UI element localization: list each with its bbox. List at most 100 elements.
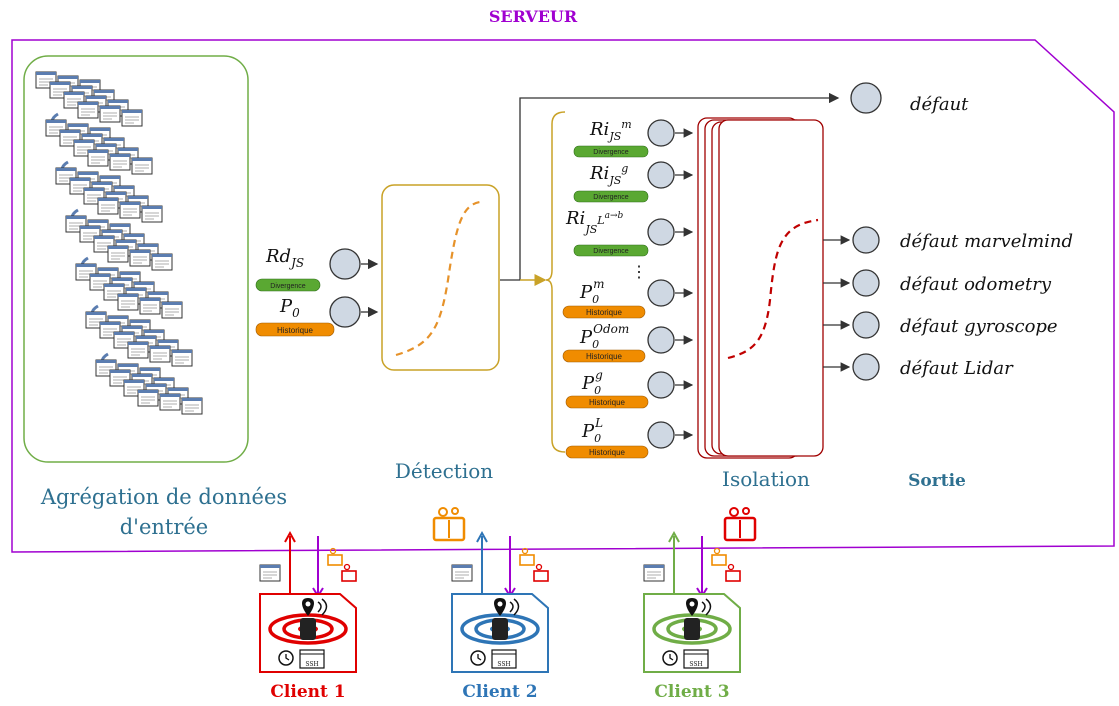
label-p0-l: P0L Historique [565, 416, 649, 459]
svg-text:RiJSm: RiJSm [589, 118, 632, 143]
wifi-icon [701, 601, 706, 613]
document-icon [107, 245, 129, 263]
label-p0-g: P0g Historique [565, 368, 649, 409]
output-lidar: défaut Lidar [900, 358, 1014, 379]
svg-text:Historique: Historique [586, 352, 623, 361]
document-icon [451, 564, 473, 582]
stage-aggregation-line1: Agrégation de données [40, 485, 287, 509]
client-1-group: SSH [259, 530, 357, 673]
client-3-group: SSH [643, 530, 741, 673]
gear-book-icon [533, 570, 549, 582]
location-pin-icon [494, 598, 506, 616]
node-p0 [329, 296, 361, 328]
document-icon [97, 197, 119, 215]
document-icon [129, 249, 151, 267]
label-p0: P0 Historique [255, 296, 335, 337]
output-marvelmind: défaut marvelmind [900, 231, 1073, 252]
ssh-label: SSH [305, 661, 318, 668]
document-icon [127, 341, 149, 359]
document-icon [119, 201, 141, 219]
server-border [11, 39, 1115, 553]
svg-text:P0g: P0g [581, 368, 603, 397]
gear-book-icon [711, 554, 727, 566]
stage-aggregation-line2: d'entrée [120, 515, 209, 539]
label-p0-m: P0m Historique [562, 277, 646, 319]
svg-text:P0L: P0L [581, 416, 603, 445]
node-rdjs [329, 248, 361, 280]
document-icon [117, 293, 139, 311]
svg-text:P0m: P0m [579, 277, 605, 306]
output-default: défaut [910, 94, 969, 115]
client-3-label: Client 3 [654, 682, 729, 702]
svg-text:Divergence: Divergence [593, 194, 629, 201]
svg-text:RdJS: RdJS [265, 246, 304, 270]
stage-isolation: Isolation [722, 467, 810, 491]
document-icon [109, 153, 131, 171]
document-icon [259, 564, 281, 582]
ssh-label: SSH [497, 661, 510, 668]
gear-book-icon [327, 554, 343, 566]
client-1-label: Client 1 [270, 682, 345, 702]
output-gyroscope: défaut gyroscope [900, 316, 1058, 337]
svg-text:RiJSLa→b: RiJSLa→b [565, 208, 623, 236]
label-ri-l: RiJSLa→b Divergence [565, 208, 649, 257]
svg-text:Historique: Historique [589, 448, 626, 457]
clients-area: SSH SSH SSH [259, 530, 741, 673]
gear-book-icon [519, 554, 535, 566]
gear-book-icon [725, 570, 741, 582]
document-icon [171, 349, 193, 367]
default-branch-line [519, 92, 840, 280]
robot-icon [492, 618, 508, 640]
document-icon [151, 253, 173, 271]
document-icon [161, 301, 183, 319]
svg-text:Historique: Historique [277, 326, 314, 335]
label-rdjs: RdJS Divergence [255, 246, 321, 292]
isolation-stack [697, 117, 824, 459]
document-icon [181, 397, 203, 415]
isolation-nodes [647, 119, 694, 449]
svg-text:Historique: Historique [589, 398, 626, 407]
label-ri-g: RiJSg Divergence [573, 162, 649, 203]
output-odometry: défaut odometry [900, 274, 1052, 295]
detection-sigmoid-curve [395, 200, 481, 357]
svg-text:Divergence: Divergence [270, 283, 306, 290]
document-icon [159, 393, 181, 411]
label-p0-odom: P0Odom Historique [562, 322, 646, 363]
isolation-sigmoid-curve [727, 218, 819, 360]
location-pin-icon [302, 598, 314, 616]
ssh-label: SSH [689, 661, 702, 668]
wifi-icon [509, 601, 514, 613]
document-icon [121, 109, 143, 127]
robot-icon [684, 618, 700, 640]
document-icon [139, 297, 161, 315]
svg-text:P0: P0 [279, 296, 300, 320]
output-nodes [850, 82, 882, 381]
client-2-group: SSH [451, 530, 549, 673]
svg-text:Divergence: Divergence [593, 149, 629, 156]
client-2-label: Client 2 [462, 682, 537, 702]
svg-text:P0Odom: P0Odom [579, 322, 629, 351]
gear-book-icon-red [723, 507, 757, 542]
document-icon [643, 564, 665, 582]
robot-icon [300, 618, 316, 640]
wifi-icon [317, 601, 322, 613]
svg-text:Divergence: Divergence [593, 248, 629, 255]
document-icon [137, 389, 159, 407]
label-ri-m: RiJSm Divergence [573, 118, 649, 158]
stage-detection: Détection [395, 459, 493, 483]
gear-book-icon [341, 570, 357, 582]
stage-output: Sortie [908, 471, 966, 491]
document-icon [87, 149, 109, 167]
gear-book-icon-orange [432, 507, 466, 542]
document-stack-icons [35, 71, 203, 415]
document-icon [141, 205, 163, 223]
svg-text:Historique: Historique [586, 308, 623, 317]
document-icon [77, 101, 99, 119]
isolation-input-bracket [545, 111, 566, 453]
document-icon [131, 157, 153, 175]
svg-text:RiJSg: RiJSg [589, 162, 628, 187]
document-icon [99, 105, 121, 123]
ellipsis: ⋮ [631, 262, 647, 281]
aggregation-box [23, 55, 249, 463]
